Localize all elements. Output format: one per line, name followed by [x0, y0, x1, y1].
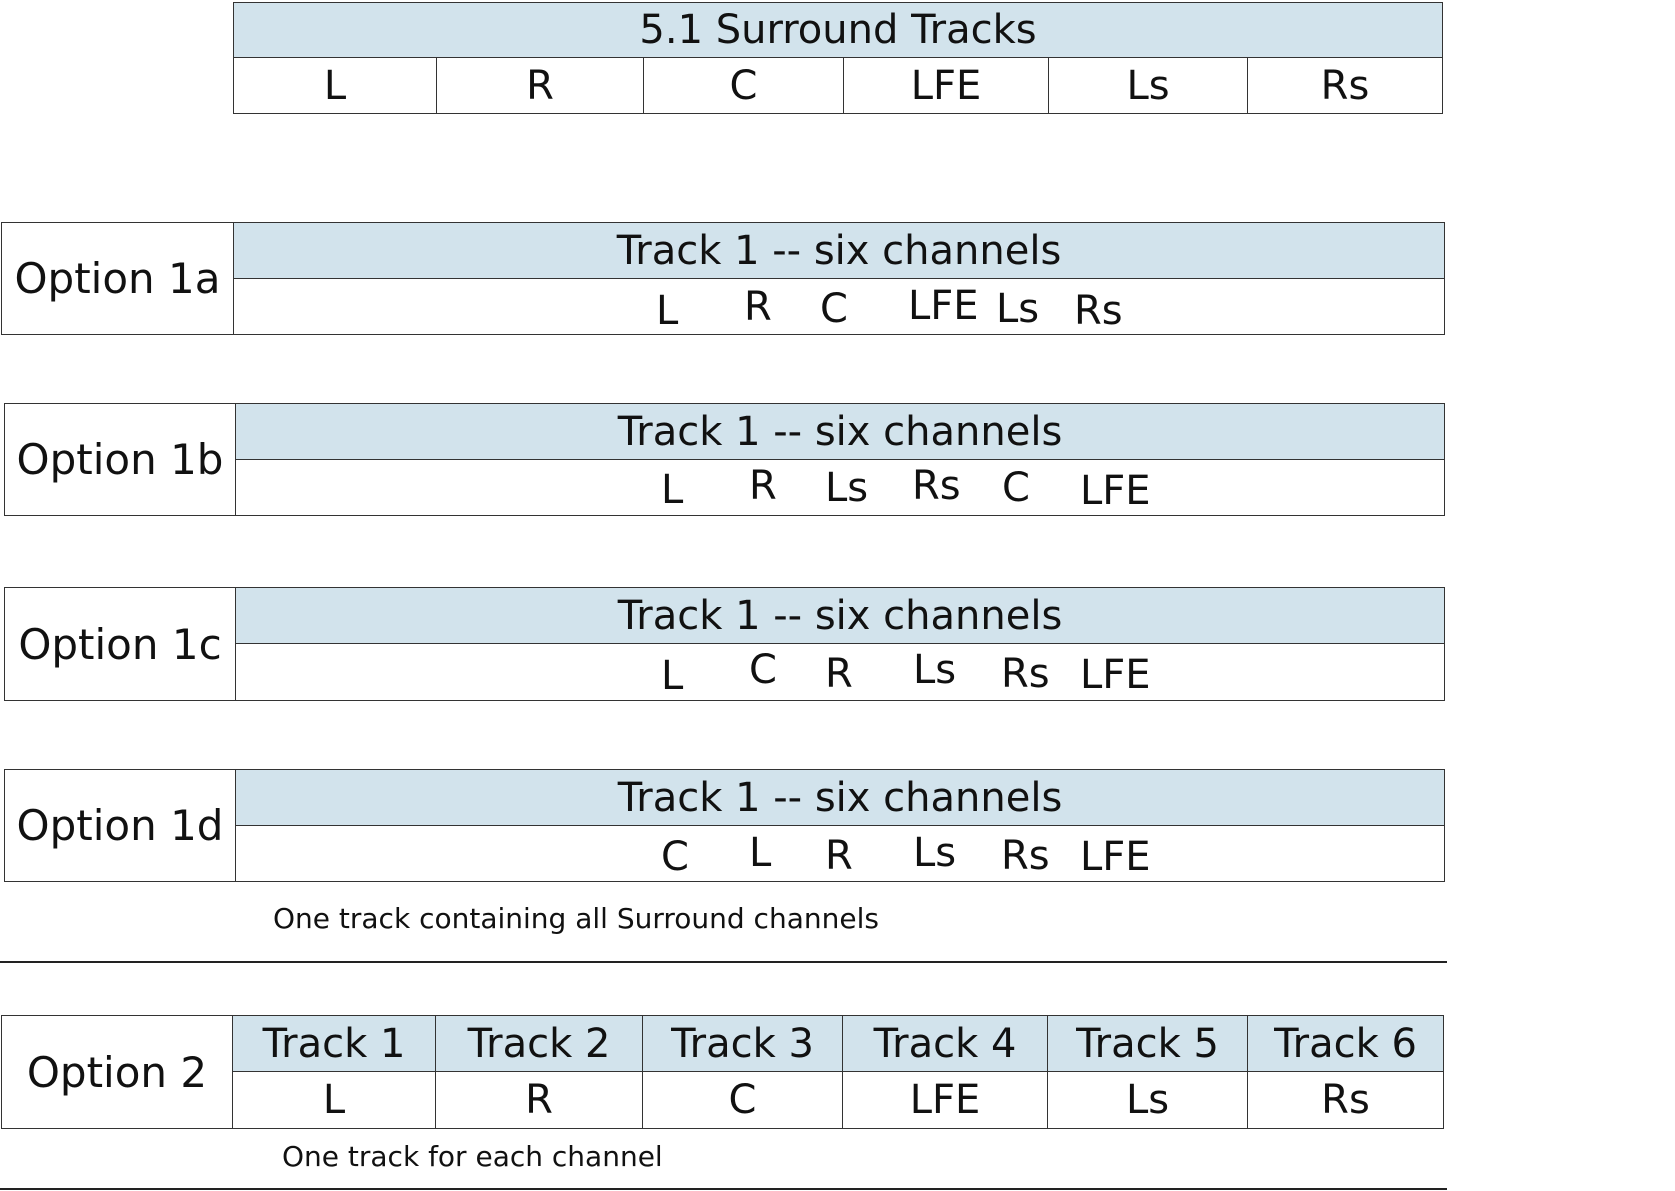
option-1b-channel: Rs: [912, 463, 961, 509]
option-1-caption: One track containing all Surround channe…: [273, 902, 879, 935]
option-1b-channel-row: L R Ls Rs C LFE: [235, 460, 1445, 516]
option-1b-channel: LFE: [1080, 468, 1151, 514]
option-1b-channel: R: [749, 463, 777, 509]
option-1a-channel: Ls: [996, 286, 1040, 332]
option-1a-channel: LFE: [908, 283, 979, 329]
option-1a-channel: Rs: [1074, 288, 1123, 334]
option-2-track-header: Track 6: [1248, 1016, 1443, 1071]
option-1d-channel-row: C L R Ls Rs LFE: [235, 826, 1445, 882]
option-2-label: Option 2: [1, 1015, 233, 1129]
option-1d-channel: L: [749, 830, 772, 876]
surround-channel-rs: Rs: [1320, 62, 1370, 109]
bottom-divider: [0, 1188, 1447, 1190]
option-1c-label: Option 1c: [4, 587, 236, 701]
option-1d-label: Option 1d: [4, 769, 236, 882]
option-1c-channel: C: [749, 647, 777, 693]
option-2-channel: Ls: [1048, 1072, 1248, 1128]
option-2-track-header: Track 4: [843, 1016, 1048, 1071]
option-2-track-headers: Track 1 Track 2 Track 3 Track 4 Track 5 …: [232, 1015, 1444, 1072]
option-1a-label: Option 1a: [1, 222, 234, 335]
option-1c-channel: LFE: [1080, 652, 1151, 698]
option-1c-channel: Ls: [913, 647, 957, 693]
option-1a-channel: R: [744, 284, 772, 330]
option-2-track-header: Track 5: [1048, 1016, 1248, 1071]
option-2-track-header: Track 1: [233, 1016, 436, 1071]
option-1b-label: Option 1b: [4, 403, 236, 516]
option-1d-channel: R: [825, 833, 853, 879]
option-2-channel: LFE: [843, 1072, 1048, 1128]
option-1b-track-header: Track 1 -- six channels: [235, 403, 1445, 460]
option-1d-channel: Rs: [1001, 833, 1050, 879]
option-1c-channel: R: [825, 651, 853, 697]
option-1d-track-header: Track 1 -- six channels: [235, 769, 1445, 826]
option-2-channel: C: [643, 1072, 843, 1128]
option-2-channel: R: [436, 1072, 643, 1128]
option-1a-track-header: Track 1 -- six channels: [233, 222, 1445, 279]
option-1d-channel: LFE: [1080, 834, 1151, 880]
option-2-channel: L: [233, 1072, 436, 1128]
surround-title: 5.1 Surround Tracks: [233, 2, 1443, 58]
surround-channel-c: C: [644, 58, 844, 113]
option-1c-channel: L: [661, 653, 684, 699]
option-1a-channel: C: [820, 286, 848, 332]
surround-channel-r: R: [437, 58, 644, 113]
option-2-channel-row: L R C LFE Ls Rs: [232, 1072, 1444, 1129]
option-1a-channel: L: [656, 288, 679, 334]
option-1b-channel: L: [661, 467, 684, 513]
option-1d-channel: C: [661, 834, 689, 880]
option-2-channel: Rs: [1321, 1077, 1370, 1123]
option-1b-channel: C: [1002, 465, 1030, 511]
option-1b-channel: Ls: [825, 465, 869, 511]
option-1d-channel: Ls: [913, 830, 957, 876]
surround-channel-ls: Ls: [1049, 58, 1248, 113]
surround-channel-l: L: [234, 58, 437, 113]
surround-channel-lfe: LFE: [844, 58, 1049, 113]
section-divider: [0, 961, 1447, 963]
option-1c-channel-row: L C R Ls Rs LFE: [235, 644, 1445, 701]
option-1a-channel-row: L R C LFE Ls Rs: [233, 279, 1445, 335]
option-2-track-header: Track 2: [436, 1016, 643, 1071]
option-1c-track-header: Track 1 -- six channels: [235, 587, 1445, 644]
option-1c-channel: Rs: [1001, 651, 1050, 697]
surround-channel-row: L R C LFE Ls Rs: [233, 58, 1443, 114]
option-2-caption: One track for each channel: [282, 1140, 663, 1173]
option-2-track-header: Track 3: [643, 1016, 843, 1071]
